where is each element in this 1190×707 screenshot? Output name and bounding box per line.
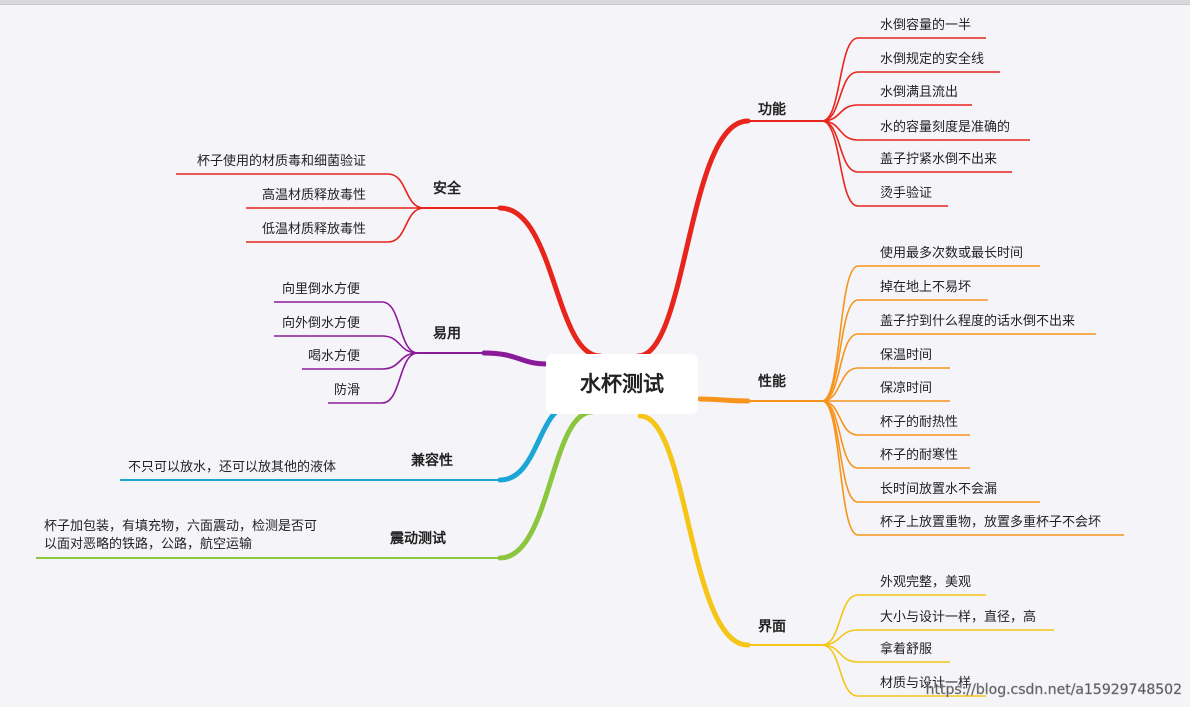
branch-label-zhendong[interactable]: 震动测试 <box>389 530 446 547</box>
leaf-link-jiemian-3 <box>821 644 859 697</box>
leaf-link-xingneng-8 <box>821 400 859 536</box>
branch-link-yiyong <box>481 350 551 367</box>
leaf-jiemian-0[interactable]: 外观完整，美观 <box>880 575 971 590</box>
branch-label-xingneng[interactable]: 性能 <box>758 373 786 390</box>
leaf-anquan-2[interactable]: 低温材质释放毒性 <box>262 222 366 237</box>
leaf-jiemian-1[interactable]: 大小与设计一样，直径，高 <box>880 609 1036 625</box>
leaf-link-yiyong-1 <box>381 335 419 354</box>
leaf-link-anquan-2 <box>387 207 425 243</box>
leaf-link-jiemian-2 <box>821 644 859 663</box>
leaf-link-xingneng-3 <box>821 367 859 402</box>
branch-link-gongneng <box>635 118 751 359</box>
root-node[interactable]: 水杯测试 <box>546 354 698 414</box>
branch-link-zhendong <box>497 409 595 561</box>
leaf-xingneng-2[interactable]: 盖子拧到什么程度的话水倒不出来 <box>880 313 1075 329</box>
leaf-gongneng-4[interactable]: 盖子拧紧水倒不出来 <box>880 152 997 167</box>
leaf-jianrong-0[interactable]: 不只可以放水，还可以放其他的液体 <box>128 459 336 475</box>
leaf-gongneng-2[interactable]: 水倒满且流出 <box>880 85 958 100</box>
leaf-anquan-0[interactable]: 杯子使用的材质毒和细菌验证 <box>197 153 366 169</box>
branch-label-jianrong[interactable]: 兼容性 <box>411 452 453 469</box>
leaf-jiemian-2[interactable]: 拿着舒服 <box>880 641 932 657</box>
leaf-link-xingneng-0 <box>821 265 859 402</box>
leaf-link-xingneng-7 <box>821 400 859 503</box>
leaf-xingneng-1[interactable]: 掉在地上不易坏 <box>880 280 971 295</box>
leaf-xingneng-3[interactable]: 保温时间 <box>880 348 932 363</box>
leaf-link-jiemian-0 <box>821 594 859 646</box>
leaf-yiyong-2[interactable]: 喝水方便 <box>308 348 360 364</box>
branch-link-anquan <box>497 205 603 359</box>
leaf-anquan-1[interactable]: 高温材质释放毒性 <box>262 187 366 203</box>
branch-label-gongneng[interactable]: 功能 <box>758 101 786 118</box>
mind-map-links <box>36 37 1124 697</box>
leaf-yiyong-3[interactable]: 防滑 <box>334 382 360 398</box>
leaf-link-xingneng-1 <box>821 299 859 402</box>
window-top-bar <box>0 0 1190 5</box>
leaf-yiyong-1[interactable]: 向外倒水方便 <box>282 315 360 331</box>
leaf-link-yiyong-0 <box>381 301 419 354</box>
watermark-text: https://blog.csdn.net/a15929748502 <box>926 682 1182 698</box>
leaf-link-yiyong-3 <box>381 352 419 404</box>
leaf-link-gongneng-5 <box>821 120 859 207</box>
leaf-link-gongneng-0 <box>821 37 859 122</box>
branch-link-jiemian <box>637 413 751 648</box>
leaf-gongneng-5[interactable]: 烫手验证 <box>880 185 932 201</box>
leaf-xingneng-8[interactable]: 杯子上放置重物，放置多重杯子不会坏 <box>880 514 1101 530</box>
branch-link-xingneng <box>697 396 751 404</box>
branch-label-yiyong[interactable]: 易用 <box>433 326 461 342</box>
leaf-gongneng-0[interactable]: 水倒容量的一半 <box>880 17 971 33</box>
leaf-gongneng-3[interactable]: 水的容量刻度是准确的 <box>880 119 1010 135</box>
leaf-xingneng-7[interactable]: 长时间放置水不会漏 <box>880 481 997 497</box>
leaf-xingneng-6[interactable]: 杯子的耐寒性 <box>880 447 958 463</box>
leaf-yiyong-0[interactable]: 向里倒水方便 <box>282 281 360 297</box>
branch-link-jianrong <box>497 403 573 483</box>
leaf-link-anquan-0 <box>387 173 425 209</box>
root-node-label: 水杯测试 <box>580 372 664 396</box>
leaf-zhendong-0[interactable]: 杯子加包装，有填充物，六面震动，检测是否可 <box>44 518 317 534</box>
leaf-link-gongneng-1 <box>821 71 859 122</box>
mind-map-labels: 功能 水倒容量的一半水倒规定的安全线水倒满且流出水的容量刻度是准确的盖子拧紧水倒不… <box>44 17 1101 691</box>
leaf-xingneng-5[interactable]: 杯子的耐热性 <box>880 414 958 430</box>
leaf-jiemian-3[interactable]: 材质与设计一样 <box>880 676 971 691</box>
branch-label-anquan[interactable]: 安全 <box>433 180 462 197</box>
leaf-link-xingneng-2 <box>821 333 859 402</box>
leaf-gongneng-1[interactable]: 水倒规定的安全线 <box>880 51 984 67</box>
branch-label-jiemian[interactable]: 界面 <box>758 619 786 635</box>
leaf-xingneng-0[interactable]: 使用最多次数或最长时间 <box>880 245 1023 261</box>
root-node-box <box>546 354 698 414</box>
leaf-zhendong-1[interactable]: 以面对恶略的铁路，公路，航空运输 <box>44 536 252 552</box>
leaf-xingneng-4[interactable]: 保凉时间 <box>880 381 932 396</box>
